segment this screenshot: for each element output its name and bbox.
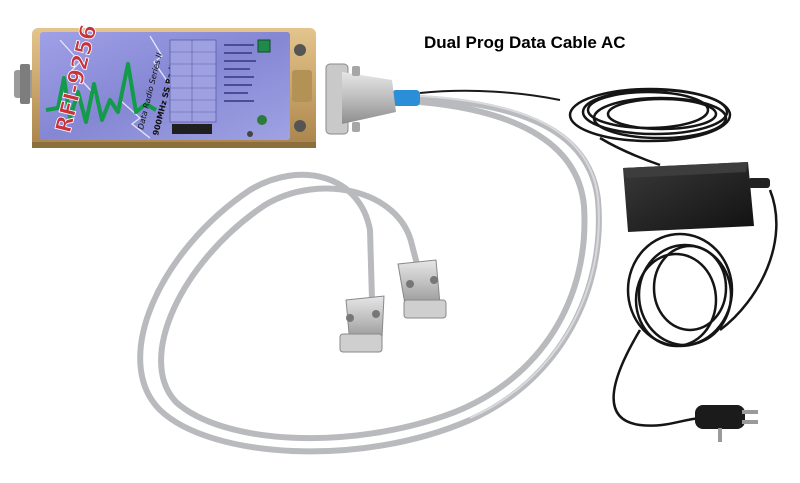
power-plug (695, 405, 758, 442)
data-cable (137, 95, 602, 455)
cable-highlight (419, 95, 600, 419)
adapter-cord-coil-top (568, 87, 732, 167)
db25-connector (325, 63, 396, 135)
ac-adapter (623, 162, 770, 232)
cable-sleeve (392, 90, 420, 106)
black-cable (419, 89, 561, 101)
db9-connector-right (397, 259, 447, 319)
db9-connector-left (339, 295, 385, 353)
radio-device: RFI-9256 Data Radio Series II 900MHz SS … (14, 22, 316, 148)
adapter-cord-coil-bottom (612, 189, 778, 427)
photo-caption: Dual Prog Data Cable AC (424, 33, 626, 52)
